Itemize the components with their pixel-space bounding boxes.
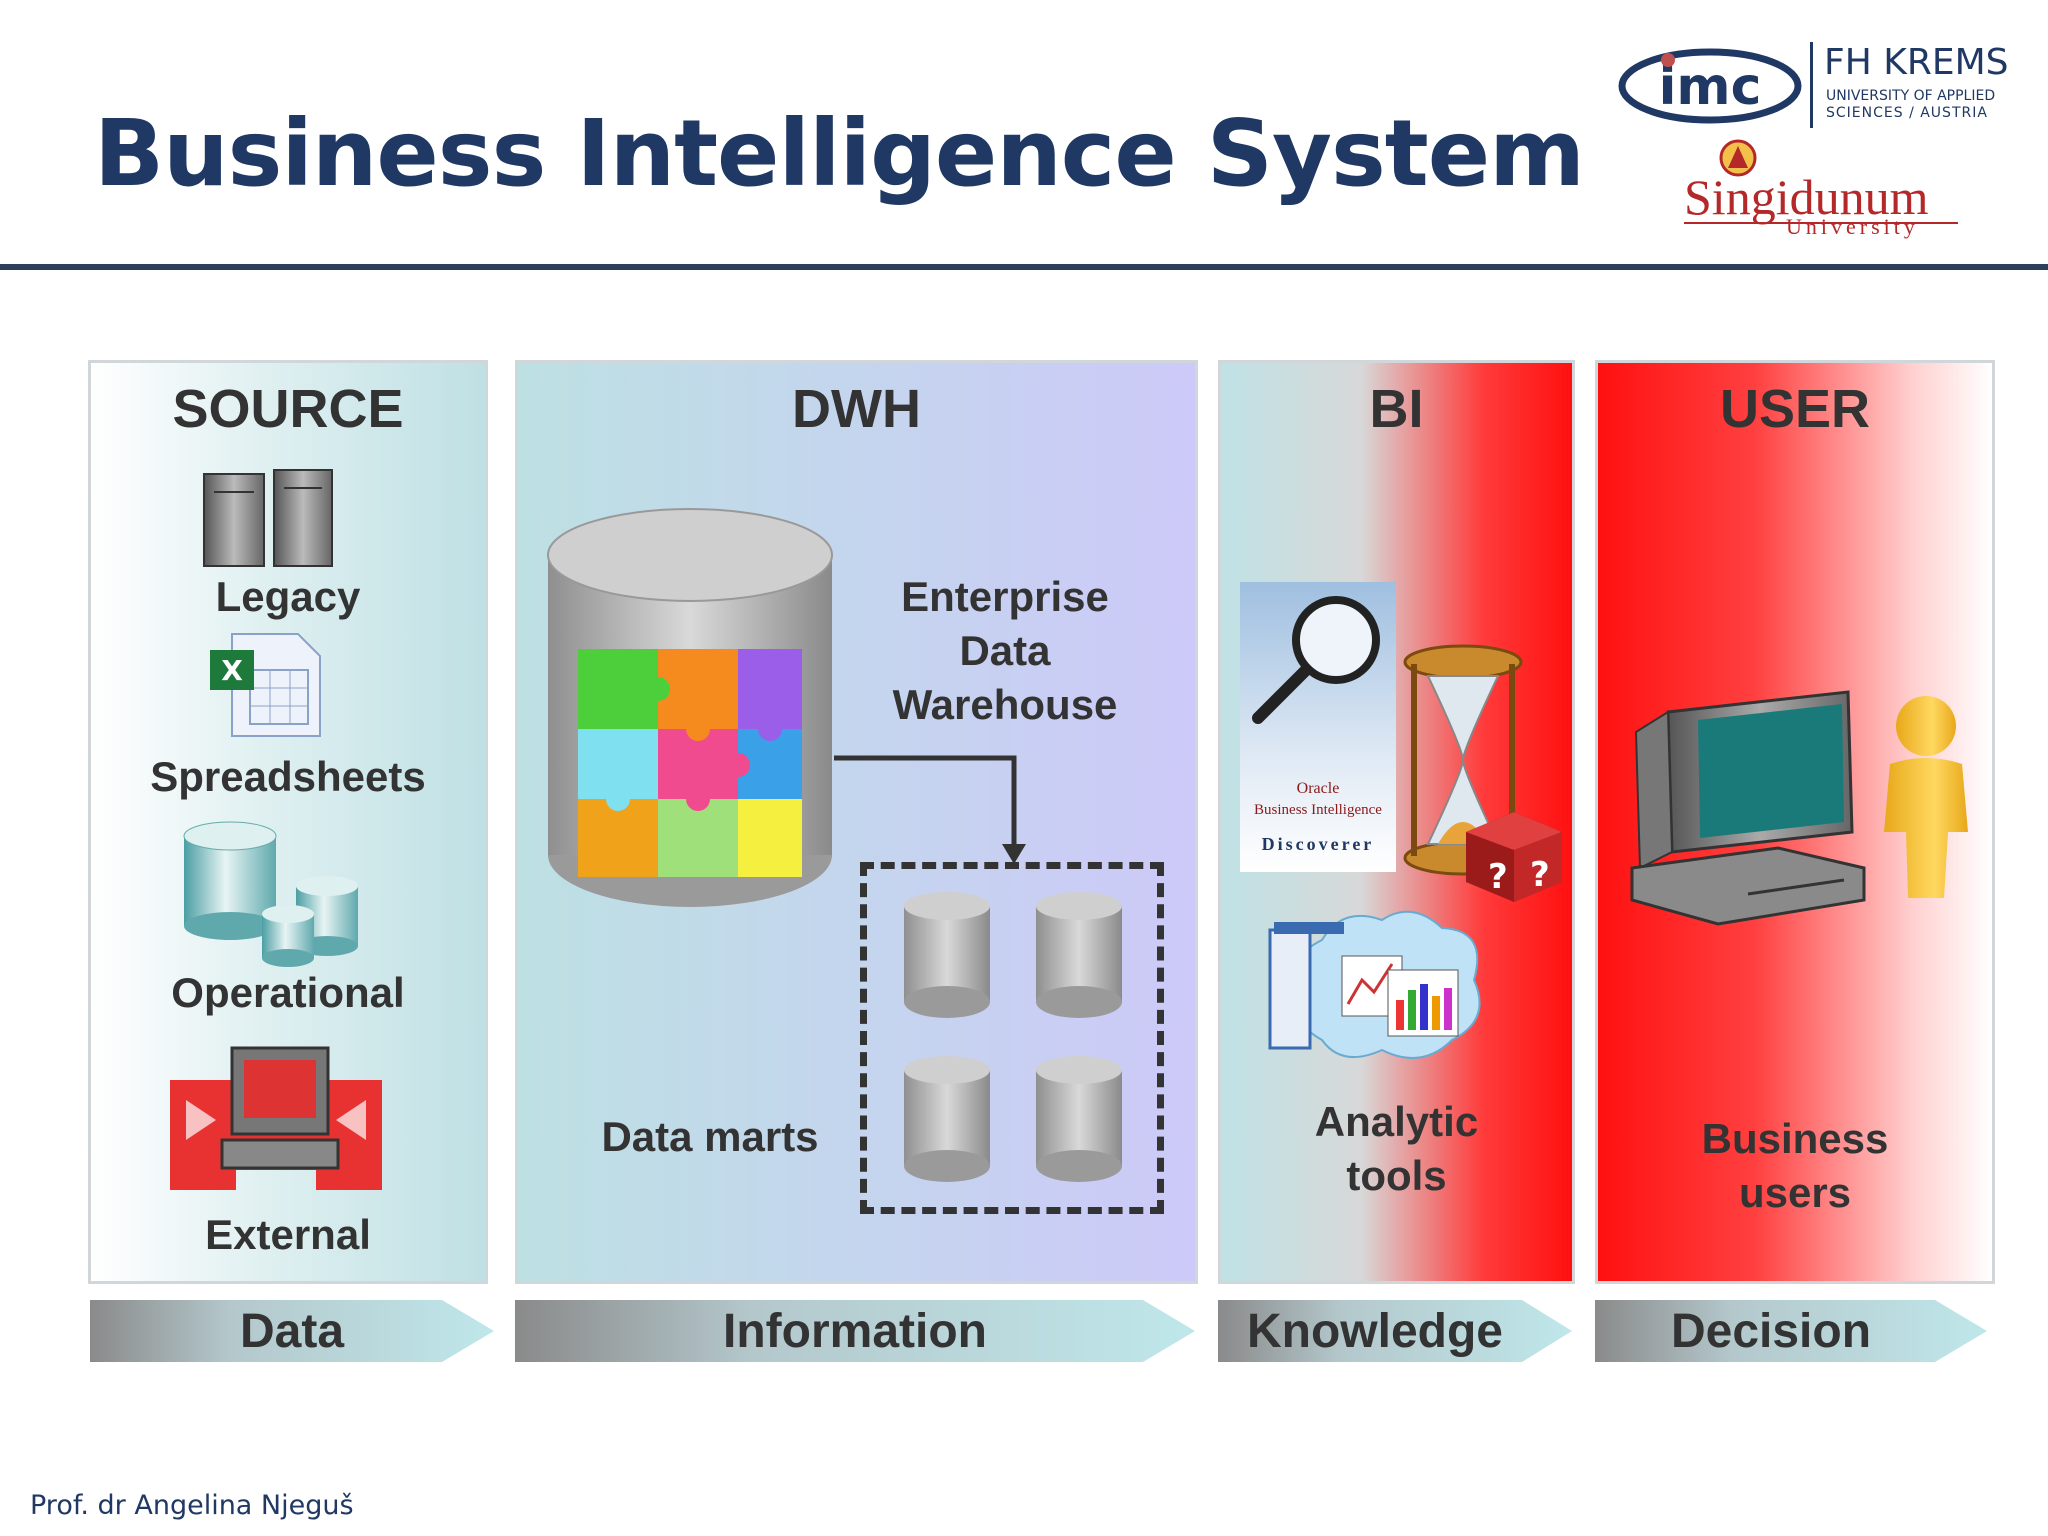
flow-arrow-decision: Decision bbox=[1595, 1300, 1987, 1362]
dwh-header: DWH bbox=[792, 379, 921, 439]
flow-arrow-information: Information bbox=[515, 1300, 1195, 1362]
svg-text:X: X bbox=[221, 654, 243, 687]
slide-footer-author: Prof. dr Angelina Njeguš bbox=[30, 1490, 354, 1521]
bi-label-line1: Analytic bbox=[1314, 1098, 1479, 1145]
discoverer-line2: Business Intelligence bbox=[1254, 802, 1382, 818]
server-icon bbox=[200, 462, 340, 572]
edw-to-marts-arrow bbox=[830, 748, 1030, 868]
svg-text:?: ? bbox=[1530, 855, 1550, 895]
fh-logo-divider bbox=[1810, 42, 1813, 128]
data-mart-icon bbox=[902, 1054, 992, 1186]
source-item-legacy: Legacy bbox=[215, 573, 361, 620]
flow-label-decision: Decision bbox=[1670, 1305, 1872, 1358]
edw-label-line3: Warehouse bbox=[892, 681, 1118, 728]
user-header: USER bbox=[1719, 379, 1871, 439]
edw-label-line2: Data bbox=[959, 627, 1051, 674]
data-mart-icon bbox=[902, 890, 992, 1022]
title-divider bbox=[0, 264, 2048, 270]
user-label-line1: Business bbox=[1701, 1115, 1889, 1162]
singidunum-logo: Singidunum bbox=[1684, 169, 1929, 225]
fh-krems-sub2: SCIENCES / AUSTRIA bbox=[1826, 105, 1988, 121]
singidunum-underline bbox=[1684, 222, 1958, 224]
person-icon bbox=[1868, 692, 1978, 902]
singidunum-university: University bbox=[1786, 214, 1919, 239]
flow-label-information: Information bbox=[723, 1305, 987, 1358]
discoverer-line3: Discoverer bbox=[1261, 834, 1375, 854]
source-header: SOURCE bbox=[172, 379, 404, 439]
fh-krems-name: FH KREMS bbox=[1824, 42, 2009, 83]
bi-header: BI bbox=[1369, 379, 1424, 439]
imc-logo: imc bbox=[1618, 44, 1802, 134]
data-marts-box bbox=[860, 862, 1164, 1214]
edw-label-line1: Enterprise bbox=[901, 573, 1109, 620]
imc-text: imc bbox=[1659, 57, 1762, 117]
analytic-charts-icon bbox=[1262, 900, 1492, 1070]
discoverer-line1: Oracle bbox=[1296, 780, 1340, 797]
bi-label-line2: tools bbox=[1346, 1152, 1447, 1199]
data-mart-icon bbox=[1034, 1054, 1124, 1186]
database-icon bbox=[178, 818, 368, 968]
singidunum-emblem-icon bbox=[1718, 138, 1758, 178]
flow-arrow-knowledge: Knowledge bbox=[1218, 1300, 1572, 1362]
flow-label-data: Data bbox=[239, 1305, 345, 1358]
flow-arrow-data: Data bbox=[90, 1300, 494, 1362]
magnifier-icon bbox=[1244, 584, 1404, 734]
external-computer-icon bbox=[166, 1040, 386, 1200]
question-dice-icon: ? ? bbox=[1458, 802, 1568, 906]
computer-icon bbox=[1628, 672, 1868, 932]
data-marts-label: Data marts bbox=[601, 1113, 819, 1160]
source-item-spreadsheets: Spreadsheets bbox=[150, 753, 426, 800]
source-item-external: External bbox=[205, 1211, 371, 1258]
source-item-operational: Operational bbox=[171, 969, 405, 1016]
fh-krems-sub1: UNIVERSITY OF APPLIED bbox=[1826, 88, 1996, 104]
svg-text:?: ? bbox=[1488, 857, 1508, 897]
flow-label-knowledge: Knowledge bbox=[1246, 1305, 1503, 1358]
enterprise-warehouse-cylinder-icon bbox=[540, 505, 840, 925]
slide-title: Business Intelligence System bbox=[94, 100, 1585, 207]
user-label-line2: users bbox=[1738, 1169, 1852, 1216]
spreadsheet-icon: X bbox=[206, 630, 326, 740]
data-mart-icon bbox=[1034, 890, 1124, 1022]
